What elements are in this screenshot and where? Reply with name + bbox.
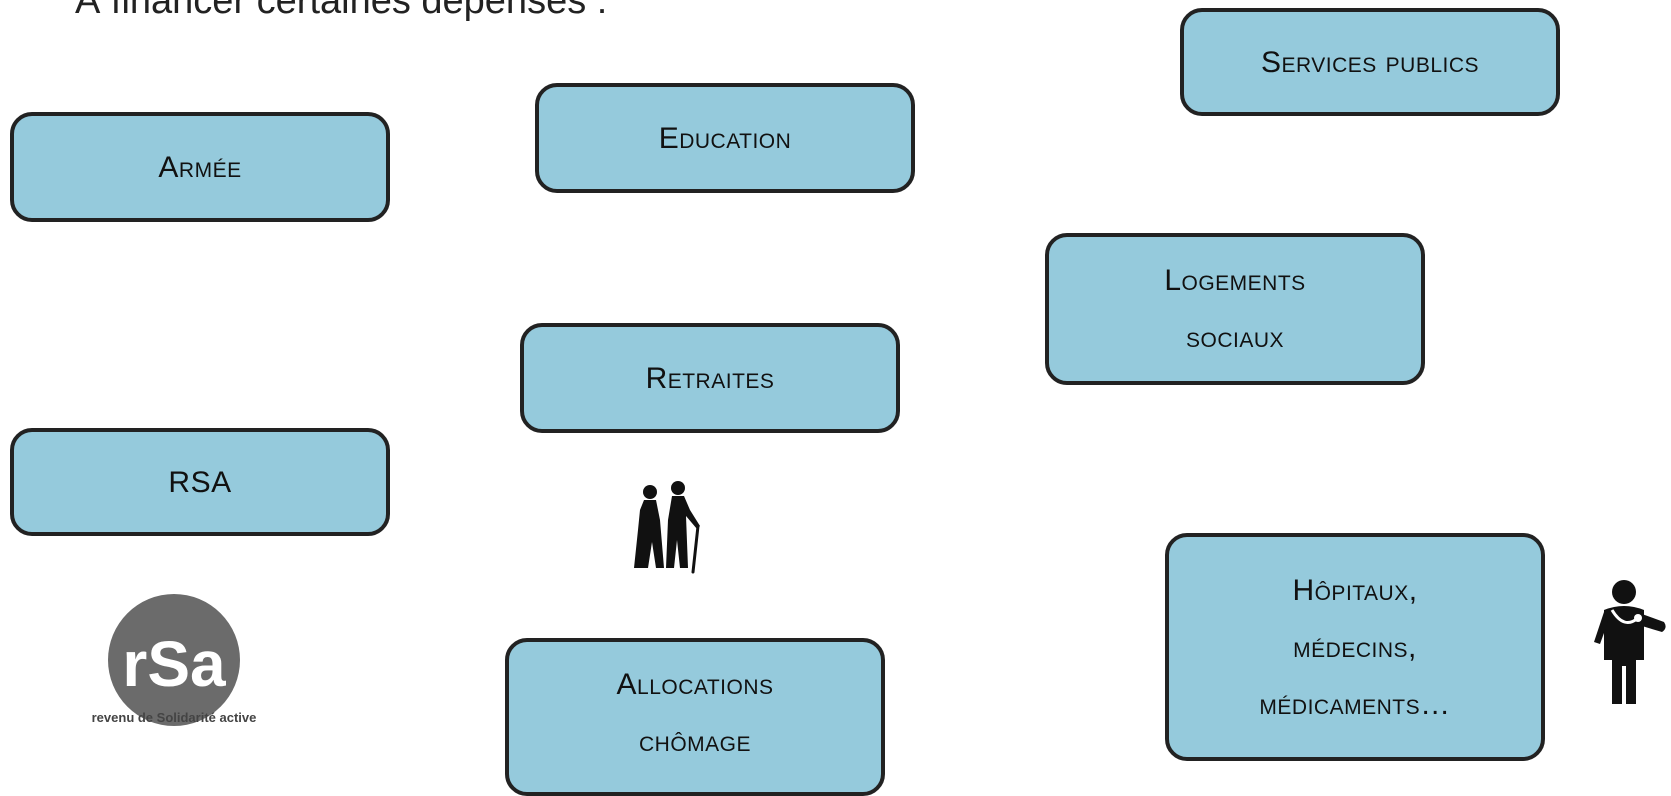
box-allocations-chomage: Allocations chômage xyxy=(505,638,885,796)
box-label: chômage xyxy=(638,725,751,758)
box-label: Allocations xyxy=(616,668,774,701)
elderly-couple-icon xyxy=(634,481,700,574)
page-heading: À financer certaines dépenses : xyxy=(75,0,608,22)
box-label: Logements xyxy=(1164,264,1306,297)
box-logements-sociaux: Logements sociaux xyxy=(1045,233,1425,385)
box-hopitaux: Hôpitaux, médecins, médicaments… xyxy=(1165,533,1545,761)
box-label: Armée xyxy=(158,150,242,184)
box-education: Education xyxy=(535,83,915,193)
box-label: Hôpitaux, xyxy=(1292,573,1418,607)
box-label: sociaux xyxy=(1185,321,1285,354)
box-label: médecins, xyxy=(1293,630,1417,664)
rsa-logo-mark: rSa xyxy=(122,628,226,700)
rsa-logo: rSa revenu de Solidarité active xyxy=(92,594,257,726)
doctor-icon xyxy=(1594,580,1666,704)
rsa-logo-caption: revenu de Solidarité active xyxy=(92,710,257,725)
box-label: RSA xyxy=(168,465,232,499)
box-label: Education xyxy=(658,121,792,155)
box-rsa: RSA xyxy=(10,428,390,536)
box-services-publics: Services publics xyxy=(1180,8,1560,116)
box-retraites: Retraites xyxy=(520,323,900,433)
box-armee: Armée xyxy=(10,112,390,222)
box-label: médicaments… xyxy=(1259,687,1451,721)
box-label: Services publics xyxy=(1260,45,1480,79)
box-label: Retraites xyxy=(645,361,775,395)
